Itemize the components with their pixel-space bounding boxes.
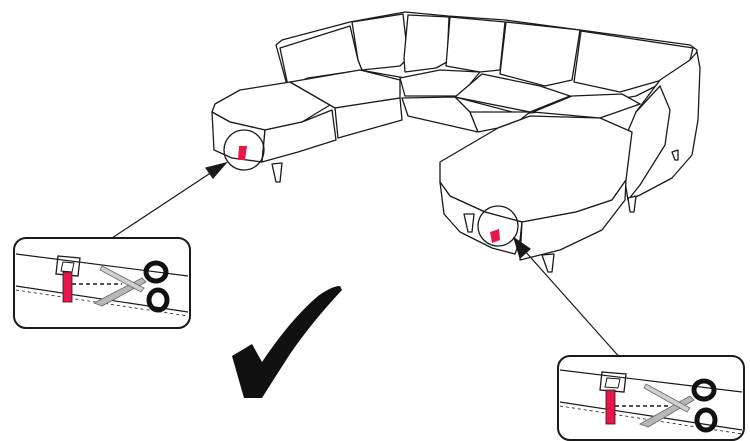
right-callout-frame — [558, 356, 744, 440]
left-arrow — [112, 163, 226, 238]
back-cushion-5 — [500, 22, 580, 86]
right-red-label-tag — [606, 390, 615, 424]
back-cushion-3 — [404, 15, 449, 72]
left-callout — [14, 238, 190, 328]
left-chaise-foot — [272, 163, 282, 182]
left-red-label-tag — [63, 272, 72, 302]
back-cushion-4 — [446, 17, 505, 72]
right-chaise-foot-2 — [542, 254, 554, 272]
seat-base-mid — [402, 97, 478, 132]
left-callout-frame — [14, 238, 190, 328]
right-arm-foot — [628, 196, 636, 212]
checkmark-icon — [232, 286, 342, 398]
back-cushion-2 — [352, 14, 408, 70]
right-callout — [558, 356, 744, 440]
corner-sofa-illustration — [212, 12, 700, 272]
right-arrow — [514, 238, 622, 360]
